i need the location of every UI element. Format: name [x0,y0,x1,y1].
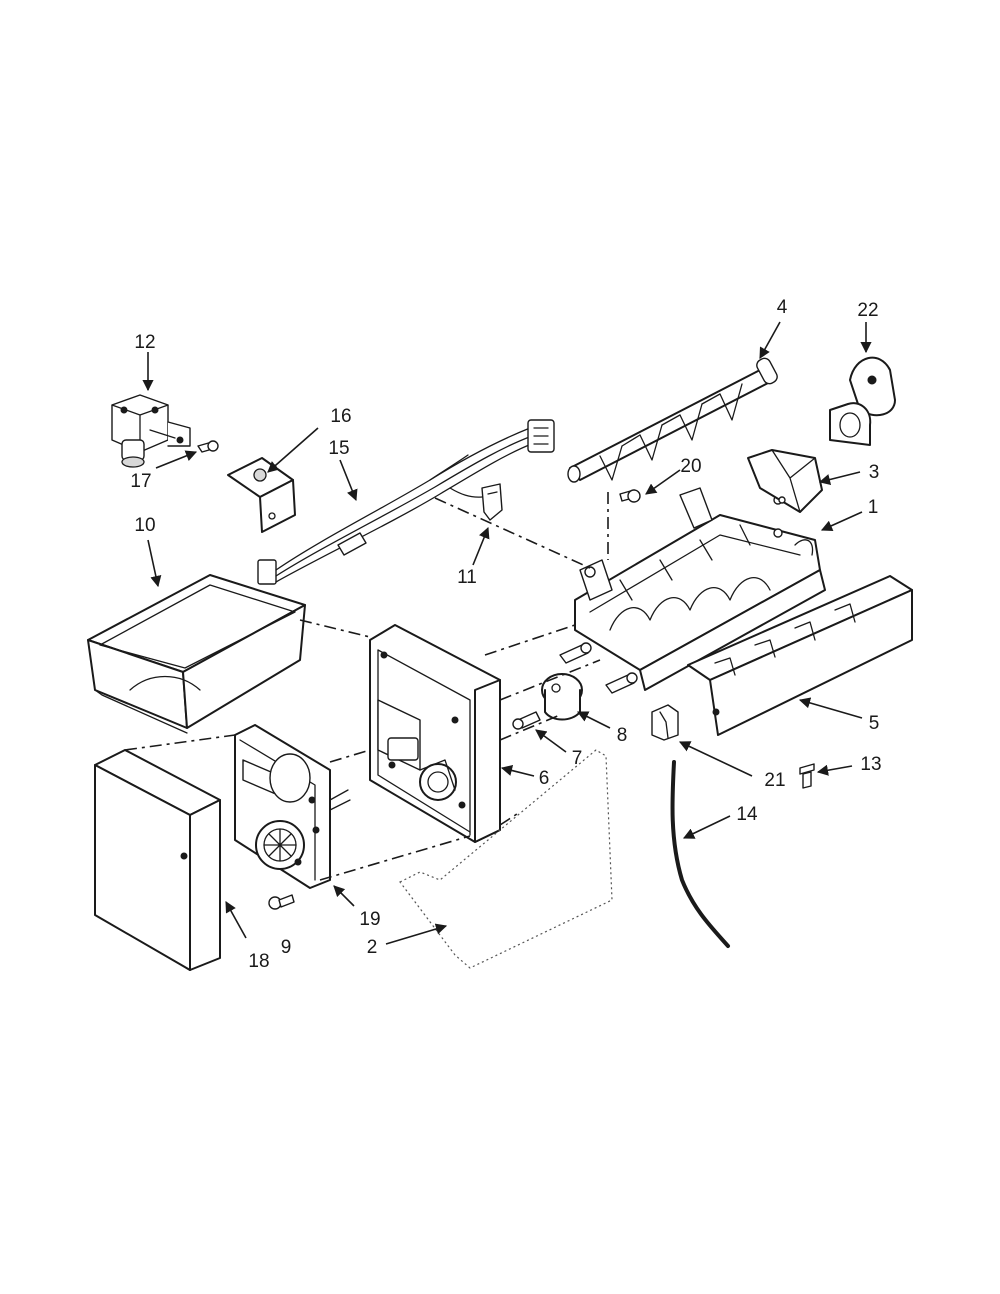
callout-8: 8 [617,725,628,746]
callout-7: 7 [572,748,583,769]
callout-4: 4 [777,297,788,318]
mold-pins-part [559,642,638,694]
mold-bracket-part [747,449,823,513]
clip-part [481,483,503,521]
callout-16: 16 [330,406,351,427]
heater-cover-part [687,575,913,736]
callout-leaders [142,321,872,945]
callout-13: 13 [860,754,881,775]
motor-module-part [234,724,351,889]
housing-part [369,624,501,843]
callout-3: 3 [869,462,880,483]
shutoff-cover-part [829,356,896,446]
callout-18: 18 [248,951,269,972]
ice-bin-part [87,574,306,734]
callout-1: 1 [868,497,879,518]
fill-tube-part [670,760,730,948]
callout-5: 5 [869,713,880,734]
bracket-part [227,457,296,533]
callout-10: 10 [134,515,155,536]
ejector-part [567,357,778,483]
callout-15: 15 [328,438,349,459]
callout-22: 22 [857,300,878,321]
callout-17: 17 [130,471,151,492]
callout-6: 6 [539,768,550,789]
callout-20: 20 [680,456,701,477]
valve-screw-part [197,440,219,453]
module-screw-part [268,894,295,910]
callout-2: 2 [367,937,378,958]
mold-screw-part [619,489,641,503]
thermostat-pin-part [512,711,541,730]
ice-mold-part [574,487,826,691]
heater-clip-part [651,704,679,741]
callout-14: 14 [736,804,758,825]
callout-labels: 12 17 16 15 10 11 4 22 20 3 1 5 8 7 6 21… [130,297,881,972]
front-cover-part [94,749,221,971]
callout-12: 12 [134,332,155,353]
callout-21: 21 [764,770,785,791]
callout-11: 11 [457,567,477,588]
wire-harness-part [257,419,555,585]
water-valve-part [111,394,191,468]
assembly-centerlines [124,492,609,881]
callout-19: 19 [359,909,380,930]
plug-part [799,763,815,789]
callout-9: 9 [281,937,292,958]
